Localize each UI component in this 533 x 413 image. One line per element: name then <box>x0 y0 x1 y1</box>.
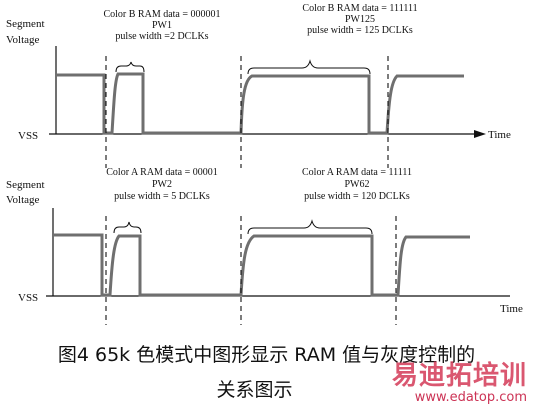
top-time-label: Time <box>488 129 511 141</box>
top-annotation-2-line3: pulse width = 125 DCLKs <box>307 25 413 36</box>
top-x-axis-arrow <box>474 130 486 138</box>
bottom-annotation-1-line2: PW2 <box>152 179 172 190</box>
figure-caption-line1: 图4 65k 色模式中图形显示 RAM 值与灰度控制的 <box>57 344 476 366</box>
bottom-ylabel-voltage: Voltage <box>6 194 40 206</box>
watermark: 易迪拓培训 www.edatop.com <box>392 362 527 405</box>
top-waveform <box>56 72 464 135</box>
top-brace-pw125 <box>247 59 371 75</box>
bottom-brace-pw2 <box>113 221 142 234</box>
bottom-waveform <box>53 233 470 297</box>
top-panel: Segment Voltage VSS Time Color B RAM dat… <box>6 3 511 168</box>
bottom-annotation-2-line2: PW62 <box>345 179 370 190</box>
bottom-vss-label: VSS <box>18 292 38 304</box>
top-ylabel-voltage: Voltage <box>6 34 40 46</box>
top-annotation-2-line1: Color B RAM data = 111111 <box>302 3 417 14</box>
bottom-brace-pw62 <box>247 219 373 235</box>
top-annotation-1-line1: Color B RAM data = 000001 <box>103 9 220 20</box>
bottom-annotation-1-line1: Color A RAM data = 00001 <box>106 167 217 178</box>
top-annotation-1-line2: PW1 <box>152 20 172 31</box>
top-ylabel-segment: Segment <box>6 18 45 30</box>
bottom-panel: Segment Voltage VSS Time Color A RAM dat… <box>6 167 523 325</box>
figure-caption-line2: 关系图示 <box>216 379 293 401</box>
top-brace-pw1 <box>115 61 145 73</box>
top-vss-label: VSS <box>18 130 38 142</box>
watermark-url: www.edatop.com <box>414 390 527 405</box>
bottom-annotation-2-line3: pulse width = 120 DCLKs <box>304 191 410 202</box>
bottom-annotation-1-line3: pulse width = 5 DCLKs <box>114 191 210 202</box>
top-annotation-1-line3: pulse width =2 DCLKs <box>115 31 208 42</box>
bottom-annotation-2-line1: Color A RAM data = 11111 <box>302 167 412 178</box>
top-annotation-2-line2: PW125 <box>345 14 375 25</box>
bottom-ylabel-segment: Segment <box>6 179 45 191</box>
bottom-time-label: Time <box>500 303 523 315</box>
watermark-brand: 易迪拓培训 <box>391 361 527 391</box>
